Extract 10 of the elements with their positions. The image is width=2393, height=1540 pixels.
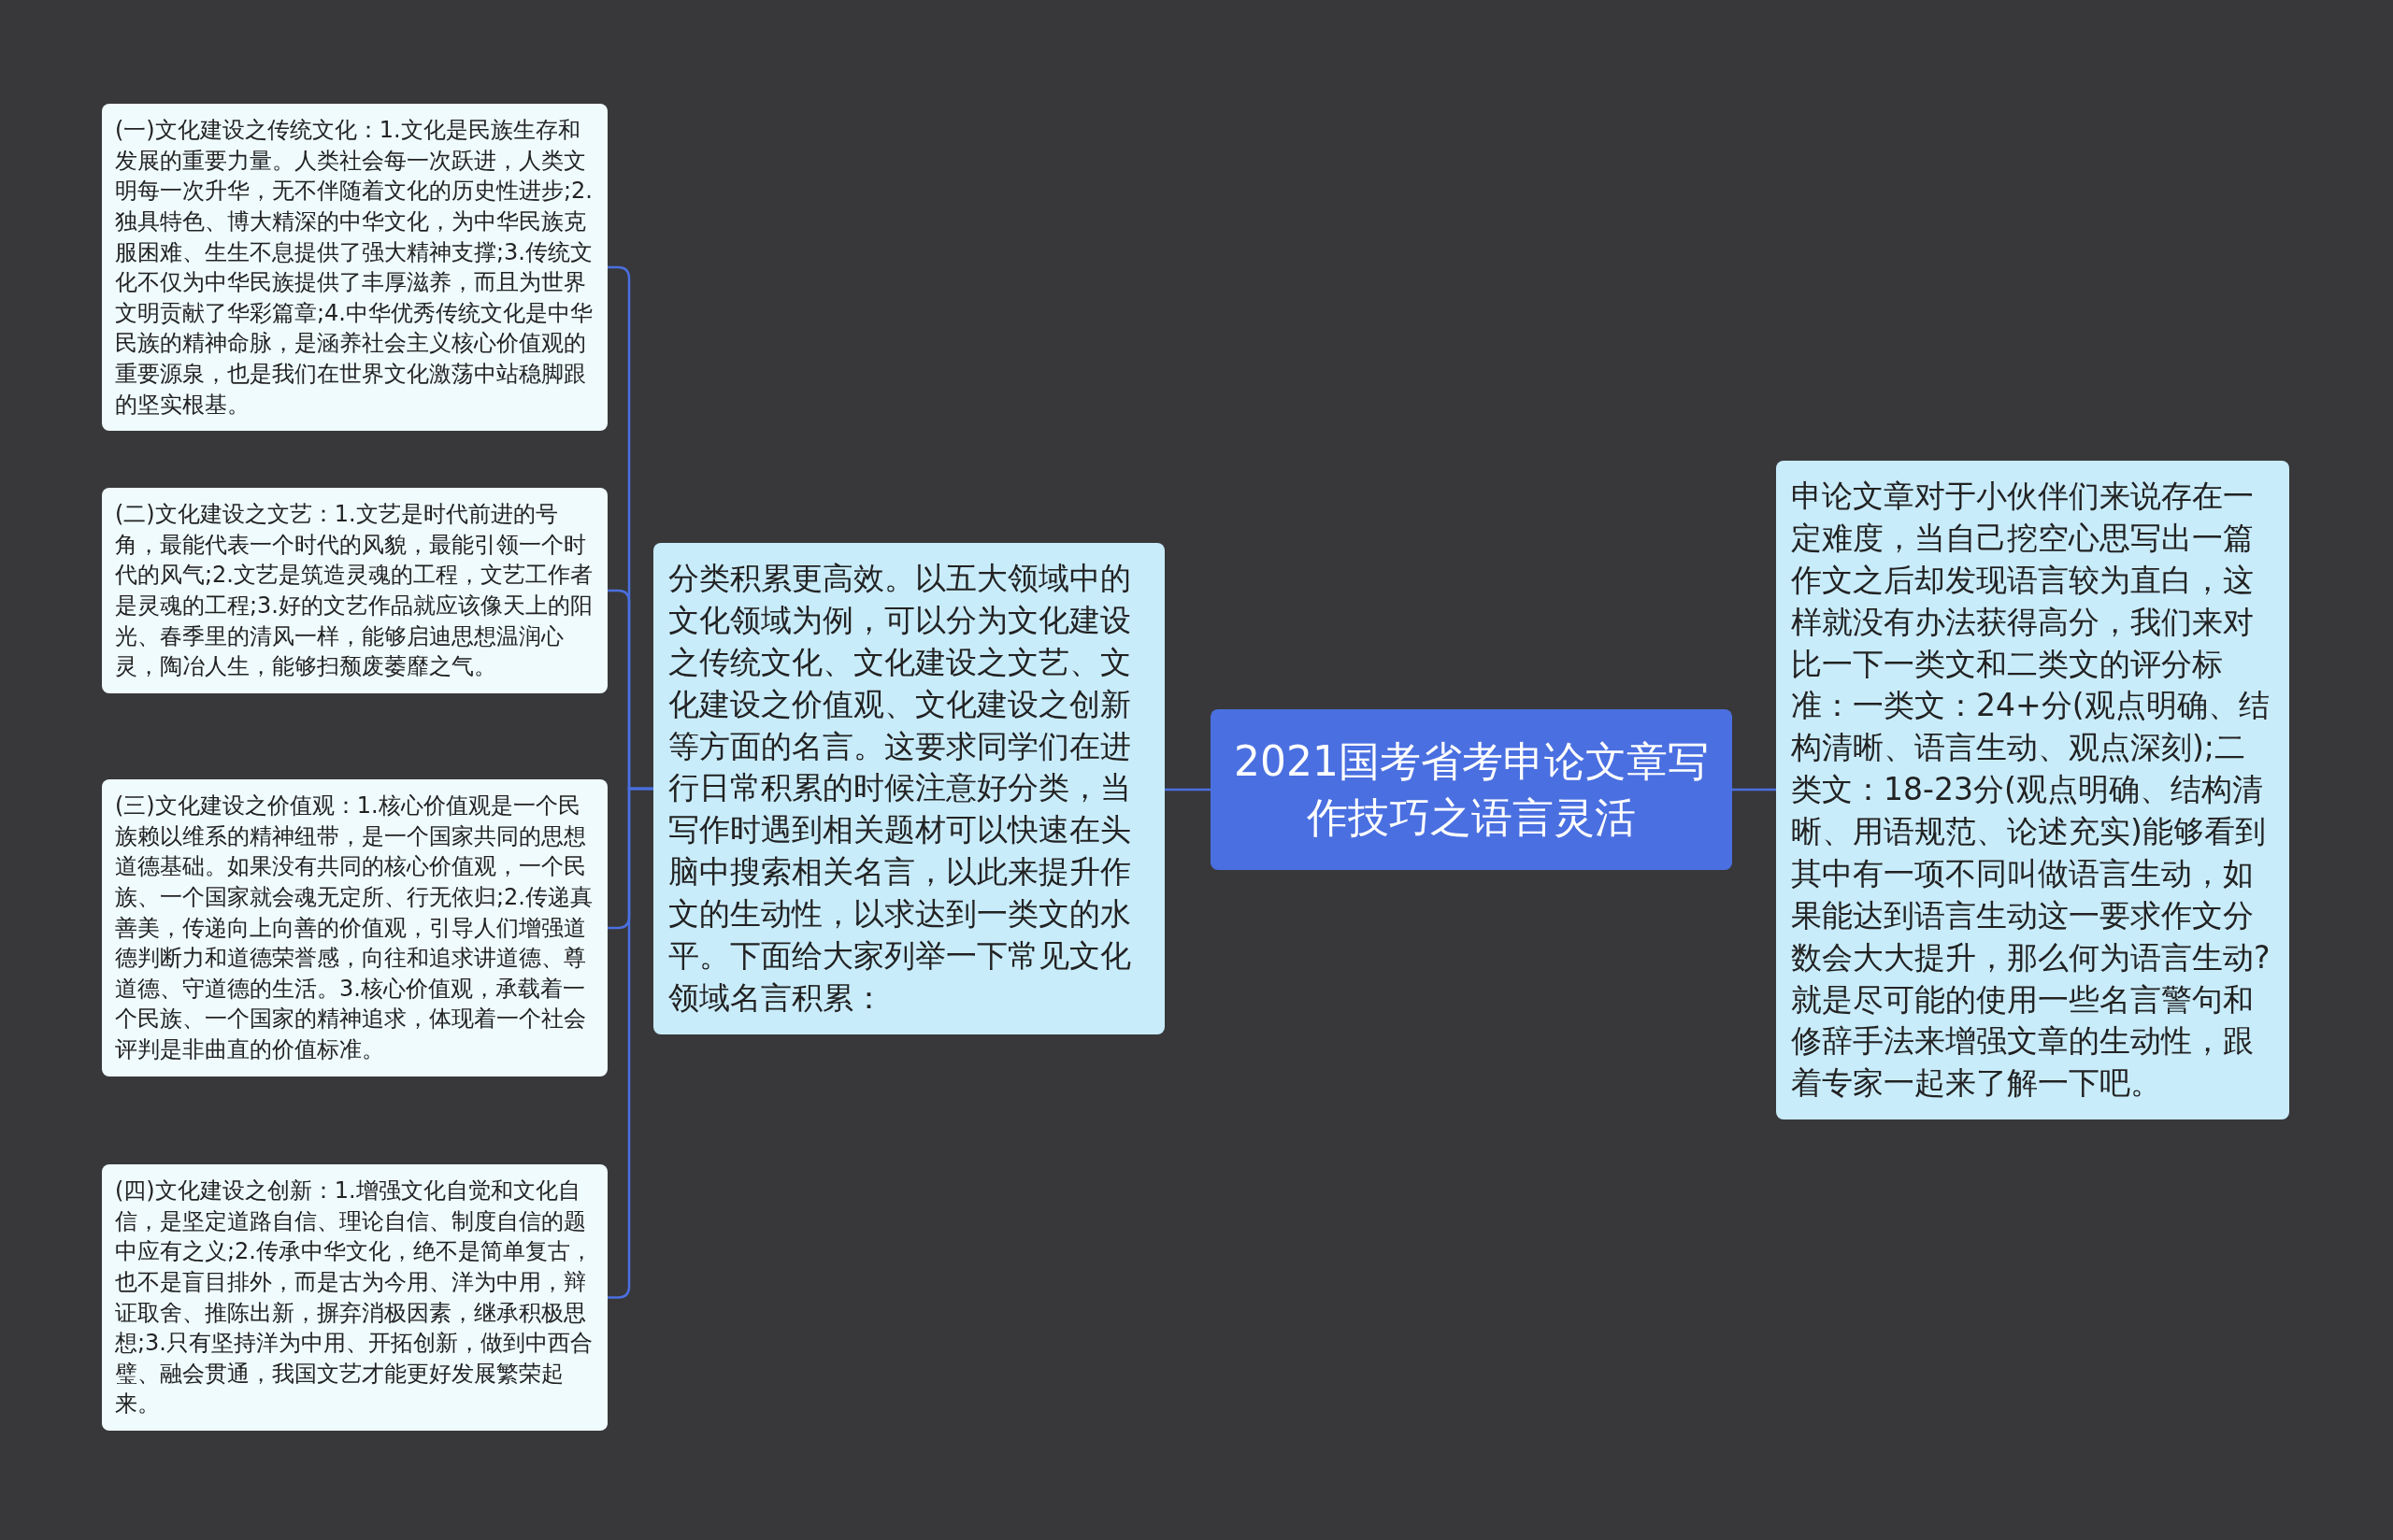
connector-line — [1165, 788, 1211, 791]
connector-line — [1732, 788, 1776, 791]
topic-box: 2021国考省考申论文章写作技巧之语言灵活 — [1211, 709, 1732, 870]
text-box: (二)文化建设之文艺：1.文艺是时代前进的号角，最能代表一个时代的风貌，最能引领一个时代的风气;2.文艺是筑造灵魂的工程，文艺工作者是灵魂的工程;3.好的文艺作品就应该像天上的阳光、春季里的清风一样，能够启迪思想温润心灵，陶冶人生，能够扫颓废萎靡之气。 — [102, 488, 608, 693]
text-box: 申论文章对于小伙伴们来说存在一定难度，当自己挖空心思写出一篇作文之后却发现语言较为直白，这样就没有办法获得高分，我们来对比一下一类文和二类文的评分标准：一类文：24+分(观点明确、结构清晰、语言生动、观点深刻);二类文：18-23分(观点明确、结构清晰、用语规范、论述充实)能够看到其中有一项不同叫做语言生动，如果能达到语言生动这一要求作文分数会大大提升，那么何为语言生动?就是尽可能的使用一些名言警句和修辞手法来增强文章的生动性，跟着专家一起来了解一下吧。 — [1776, 461, 2289, 1120]
text-box: 分类积累更高效。以五大领域中的文化领域为例，可以分为文化建设之传统文化、文化建设之文艺、文化建设之价值观、文化建设之创新等方面的名言。这要求同学们在进行日常积累的时候注意好分类，当写作时遇到相关题材可以快速在头脑中搜索相关名言，以此来提升作文的生动性，以求达到一类文的水平。下面给大家列举一下常见文化领域名言积累： — [653, 543, 1165, 1034]
text-box: (四)文化建设之创新：1.增强文化自觉和文化自信，是坚定道路自信、理论自信、制度自信的题中应有之义;2.传承中华文化，绝不是简单复古，也不是盲目排外，而是古为今用、洋为中用，辩证取舍、推陈出新，摒弃消极因素，继承积极思想;3.只有坚持洋为中用、开拓创新，做到中西合璧、融会贯通，我国文艺才能更好发展繁荣起来。 — [102, 1164, 608, 1431]
text-box: (三)文化建设之价值观：1.核心价值观是一个民族赖以维系的精神纽带，是一个国家共同的思想道德基础。如果没有共同的核心价值观，一个民族、一个国家就会魂无定所、行无依归;2.传递真善美，传递向上向善的价值观，引导人们增强道德判断力和道德荣誉感，向往和追求讲道德、尊道德、守道德的生活。3.核心价值观，承载着一个民族、一个国家的精神追求，体现着一个社会评判是非曲直的价值标准。 — [102, 779, 608, 1077]
connector-line — [608, 787, 653, 1299]
text-box: (一)文化建设之传统文化：1.文化是民族生存和发展的重要力量。人类社会每一次跃进，人类文明每一次升华，无不伴随着文化的历史性进步;2.独具特色、博大精深的中华文化，为中华民族克服困难、生生不息提供了强大精神支撑;3.传统文化不仅为中华民族提供了丰厚滋养，而且为世界文明贡献了华彩篇章;4.中华优秀传统文化是中华民族的精神命脉，是涵养社会主义核心价值观的重要源泉，也是我们在世界文化激荡中站稳脚跟的坚实根基。 — [102, 104, 608, 432]
